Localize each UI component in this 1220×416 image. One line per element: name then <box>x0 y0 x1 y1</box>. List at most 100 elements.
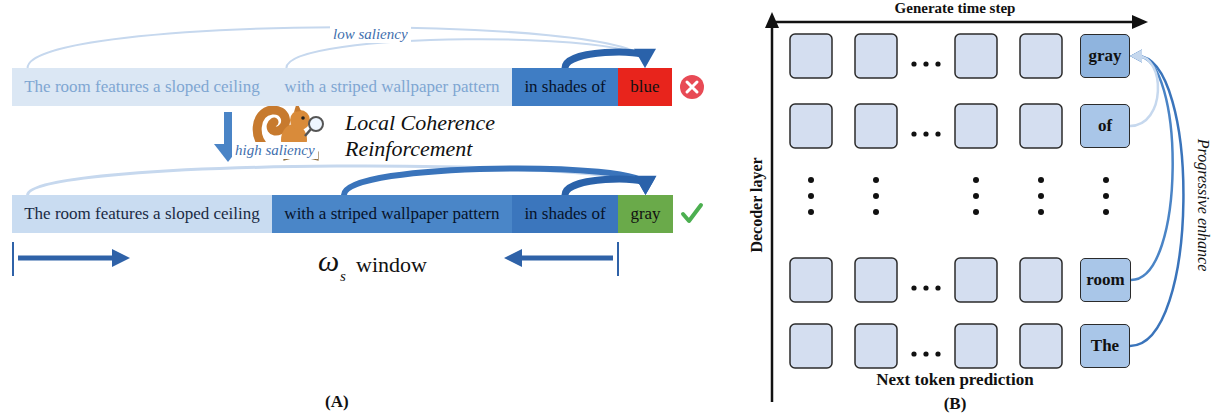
hidden-state-cell <box>955 34 997 78</box>
hidden-state-cell <box>855 324 897 368</box>
text-label: low saliency <box>330 26 411 43</box>
segment-text: The room features a sloped ceiling <box>24 204 260 224</box>
token-cell: of <box>1080 104 1130 148</box>
ellipsis-dot <box>973 177 979 183</box>
window-arrowhead <box>504 249 522 267</box>
connector-path <box>565 52 645 68</box>
text-label: high saliency <box>232 142 318 159</box>
text-segment: with a striped wallpaper pattern <box>272 68 512 106</box>
ellipsis-dot <box>873 193 879 199</box>
down-arrow-shaft <box>224 112 232 146</box>
ellipsis-dot <box>808 177 814 183</box>
wrong-circle <box>680 75 704 99</box>
hidden-state-cell <box>855 258 897 302</box>
connector-path <box>1130 56 1158 126</box>
text-label: (B) <box>944 394 967 414</box>
text-label: Progressive enhance <box>1194 139 1212 272</box>
ellipsis-dot <box>1038 177 1044 183</box>
segment-text: gray <box>630 204 660 224</box>
wrong-icon <box>680 75 704 99</box>
ellipsis-dot <box>973 193 979 199</box>
wrong-cross <box>687 82 697 92</box>
segment-text: gray <box>1088 46 1121 66</box>
ellipsis-dot <box>973 209 979 215</box>
text-label: Generate time step <box>895 0 1016 17</box>
ellipsis-dot <box>923 285 928 290</box>
squirrel-head <box>290 110 310 130</box>
ellipsis-dot <box>923 351 928 356</box>
connector-path <box>565 179 646 195</box>
ellipsis-dot <box>1038 209 1044 215</box>
saliency-connector <box>1130 50 1158 127</box>
connector-path <box>28 166 646 195</box>
ellipsis-dot <box>935 285 940 290</box>
segment-text: blue <box>630 77 659 97</box>
ellipsis-dot <box>911 285 916 290</box>
ellipsis-dot <box>911 61 916 66</box>
axis-arrowhead <box>765 12 779 28</box>
text-label: Decoder layer <box>748 157 766 252</box>
window-arrow <box>18 256 116 261</box>
ellipsis-dot <box>1103 193 1109 199</box>
hidden-state-cell <box>955 324 997 368</box>
segment-text: in shades of <box>524 204 605 224</box>
hidden-state-cell <box>1020 324 1062 368</box>
text-label: (A) <box>325 392 349 412</box>
hidden-state-cell <box>855 34 897 78</box>
window-arrow <box>518 256 613 261</box>
window-arrowhead <box>112 249 130 267</box>
saliency-connector <box>565 49 656 68</box>
text-segment: in shades of <box>512 195 618 233</box>
squirrel-eye <box>301 116 305 120</box>
text-segment: with a striped wallpaper pattern <box>272 195 512 233</box>
arrowhead <box>1130 50 1142 63</box>
hidden-state-cell <box>790 258 832 302</box>
arrowhead <box>1130 50 1142 63</box>
segment-text: room <box>1086 270 1124 290</box>
connector-path <box>1130 56 1183 346</box>
ellipsis-dot <box>935 131 940 136</box>
segment-text: with a striped wallpaper pattern <box>284 204 499 224</box>
segment-text: The room features a sloped ceiling <box>24 77 260 97</box>
ellipsis-dot <box>1038 193 1044 199</box>
text-label: window <box>356 252 427 278</box>
connector-path <box>344 168 646 195</box>
hidden-state-cell <box>790 34 832 78</box>
ellipsis-dot <box>1103 177 1109 183</box>
hidden-state-cell <box>790 324 832 368</box>
segment-text: The <box>1091 336 1119 356</box>
text-label: ω <box>318 244 339 278</box>
saliency-connector <box>286 39 651 68</box>
text-segment: The room features a sloped ceiling <box>12 68 272 106</box>
ellipsis-dot <box>935 351 940 356</box>
ellipsis-dot <box>808 193 814 199</box>
saliency-connector <box>565 176 657 195</box>
magnifier-handle <box>305 129 311 136</box>
text-segment: The room features a sloped ceiling <box>12 195 272 233</box>
ellipsis-dot <box>923 61 928 66</box>
check-icon <box>683 205 701 221</box>
arrowhead <box>634 49 656 68</box>
ellipsis-dot <box>911 351 916 356</box>
hidden-state-cell <box>790 104 832 148</box>
decoder-axis <box>771 26 774 402</box>
hidden-state-cell <box>1020 258 1062 302</box>
text-label: s <box>340 268 346 285</box>
ellipsis-dot <box>911 131 916 136</box>
ellipsis-dot <box>935 61 940 66</box>
connector-path <box>286 39 645 68</box>
text-label: Next token prediction <box>876 370 1033 390</box>
saliency-connector <box>1130 50 1183 347</box>
hidden-state-cell <box>1020 104 1062 148</box>
window-tick <box>12 242 14 276</box>
window-tick <box>617 242 619 276</box>
axis-arrowhead <box>1132 15 1148 29</box>
ellipsis-dot <box>808 209 814 215</box>
magnifier-lens <box>309 117 323 131</box>
token-cell: room <box>1080 258 1131 302</box>
ellipsis-dot <box>873 209 879 215</box>
segment-text: of <box>1098 116 1112 136</box>
arrowhead <box>635 176 657 195</box>
segment-text: in shades of <box>524 77 605 97</box>
